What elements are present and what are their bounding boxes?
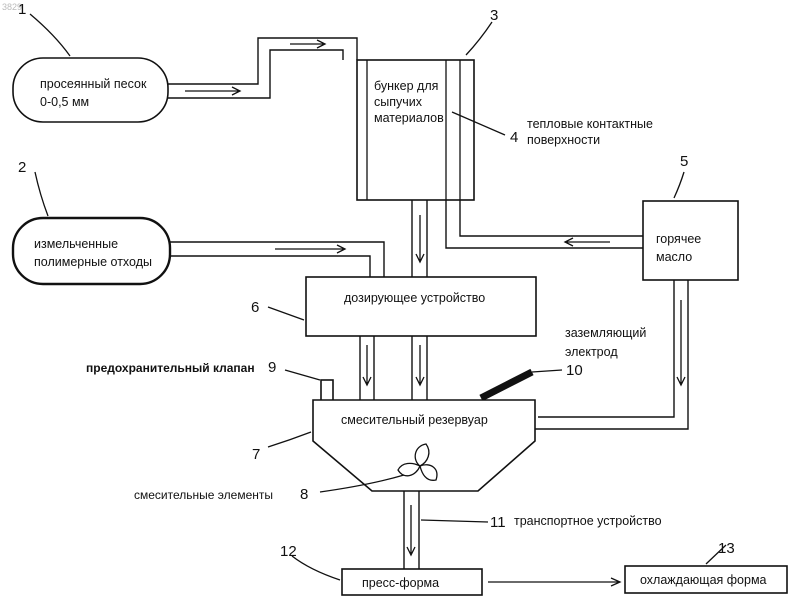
tank-number: 7 (252, 446, 260, 463)
valve-node: предохранительный клапан 9 (86, 359, 333, 405)
heat-surfaces-label: 4 тепловые контактные поверхности (452, 112, 653, 147)
polymer-box (13, 218, 170, 284)
electrode-label-line2: электрод (565, 345, 618, 359)
hot-oil-node: горячее масло 5 (643, 153, 738, 280)
valve-label: предохранительный клапан (86, 361, 255, 375)
arrow-transport-down (407, 505, 415, 555)
arrow-polymer (275, 245, 345, 253)
polymer-node: измельченные полимерные отходы 2 (13, 159, 170, 284)
dosing-node: дозирующее устройство 6 (251, 277, 536, 336)
valve-number: 9 (268, 359, 276, 376)
arrow-dosing-right (416, 345, 424, 385)
bunker-node: бункер для сыпучих материалов 3 (357, 7, 498, 200)
bunker-label-line3: материалов (374, 111, 444, 125)
hot-oil-number: 5 (680, 153, 688, 170)
press-mold-number: 12 (280, 543, 297, 560)
sand-label-line2: 0-0,5 мм (40, 95, 89, 109)
arrow-oil-down (677, 300, 685, 385)
hot-oil-label-line1: горячее (656, 232, 701, 246)
cooling-mold-number: 13 (718, 540, 735, 557)
press-mold-leader-line (292, 556, 340, 580)
sand-label-line1: просеянный песок (40, 77, 147, 91)
dosing-label: дозирующее устройство (344, 291, 485, 305)
arrow-sand-out (185, 87, 240, 95)
electrode-label-line1: заземляющий (565, 326, 646, 340)
hot-oil-label-line2: масло (656, 250, 692, 264)
polymer-number: 2 (18, 159, 26, 176)
heat-surfaces-number: 4 (510, 129, 518, 146)
dosing-box (306, 277, 536, 336)
polymer-label-line2: полимерные отходы (34, 255, 152, 269)
tank-label: смесительный резервуар (341, 413, 488, 427)
mixers-label: смесительные элементы (134, 488, 273, 502)
transport-label: транспортное устройство (514, 514, 662, 528)
bunker-label-line1: бункер для (374, 79, 438, 93)
electrode-leader-line (532, 370, 562, 372)
bunker-label-line2: сыпучих (374, 95, 423, 109)
sand-number: 1 (18, 1, 26, 18)
dosing-number: 6 (251, 299, 259, 316)
cooling-mold-label: охлаждающая форма (640, 573, 767, 587)
arrow-oil-left (565, 238, 610, 246)
transport-node: 11 транспортное устройство (404, 491, 662, 569)
valve-leader-line (285, 370, 320, 380)
pipe-dosing-to-tank (360, 336, 427, 400)
tank-leader-line (268, 432, 311, 447)
sand-leader-line (30, 14, 70, 56)
electrode-number: 10 (566, 362, 583, 379)
polymer-label-line1: измельченные (34, 237, 118, 251)
polymer-leader-line (35, 172, 48, 216)
press-mold-node: пресс-форма 12 (280, 543, 482, 595)
mixers-number: 8 (300, 486, 308, 503)
hot-oil-leader-line (674, 172, 684, 198)
arrow-sand-top (290, 40, 325, 48)
heat-surfaces-label-line2: поверхности (527, 133, 600, 147)
arrow-dosing-left (363, 345, 371, 385)
dosing-leader-line (268, 307, 304, 320)
arrow-press-to-cooling (488, 578, 620, 586)
transport-number: 11 (490, 514, 506, 531)
bunker-number: 3 (490, 7, 498, 24)
pipe-bunker-to-dosing (412, 200, 427, 277)
press-mold-label: пресс-форма (362, 576, 439, 590)
pipe-oil-to-bunker (446, 200, 643, 248)
arrow-bunker-down (416, 215, 424, 262)
electrode-bar (481, 372, 532, 398)
pipe-sand-to-bunker (168, 38, 357, 98)
pipe-polymer-to-dosing (170, 242, 384, 277)
heat-surfaces-label-line1: тепловые контактные (527, 117, 653, 131)
bunker-leader-line (466, 22, 492, 55)
sand-node: просеянный песок 0-0,5 мм 1 (13, 1, 168, 122)
transport-leader-line (421, 520, 488, 522)
cooling-mold-node: охлаждающая форма 13 (625, 540, 787, 593)
